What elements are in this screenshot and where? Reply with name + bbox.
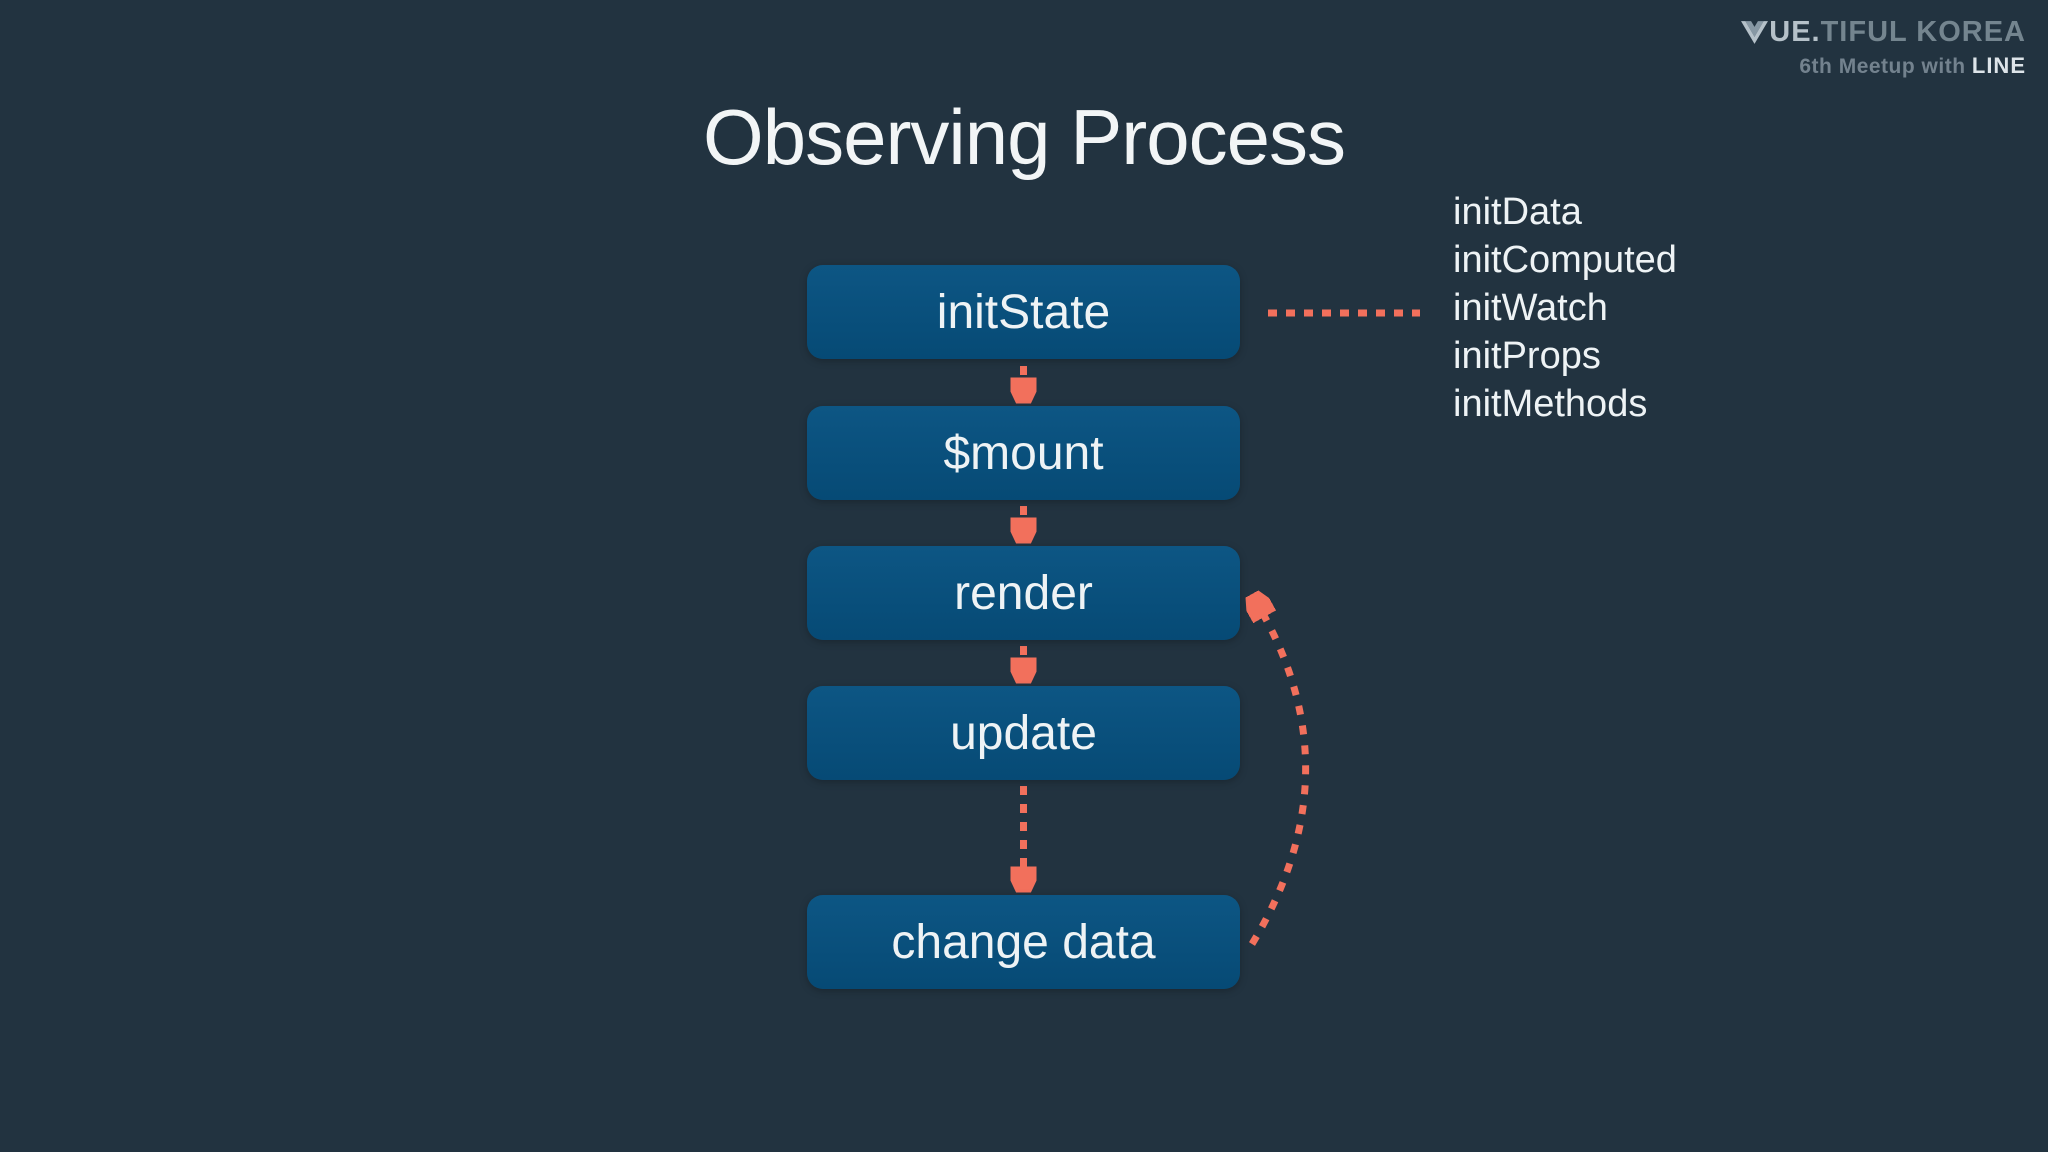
init-methods-list: initData initComputed initWatch initProp… bbox=[1453, 188, 1677, 428]
logo-subtitle-text: 6th Meetup with bbox=[1799, 55, 1972, 78]
flow-box-update: update bbox=[807, 686, 1240, 780]
vue-chevron-icon bbox=[1741, 20, 1769, 44]
logo-line-brand: LINE bbox=[1971, 53, 2026, 78]
arrow-changedata-to-render-curved bbox=[1252, 612, 1310, 946]
list-item-initcomputed: initComputed bbox=[1453, 239, 1677, 281]
vuetiful-korea-logo: UE.TIFUL KOREA 6th Meetup with LINE bbox=[1741, 16, 2026, 79]
flow-box-label: change data bbox=[891, 915, 1156, 969]
logo-brand-prefix: UE. bbox=[1769, 16, 1821, 48]
list-item-initwatch: initWatch bbox=[1453, 287, 1608, 329]
flow-box-mount: $mount bbox=[807, 406, 1240, 500]
flow-box-render: render bbox=[807, 546, 1240, 640]
list-item-initdata: initData bbox=[1453, 191, 1582, 233]
logo-brand-line: UE.TIFUL KOREA bbox=[1741, 16, 2026, 48]
flow-box-label: $mount bbox=[943, 426, 1104, 480]
flow-box-label: update bbox=[950, 706, 1097, 760]
slide-title: Observing Process bbox=[703, 93, 1346, 181]
logo-brand-suffix: TIFUL KOREA bbox=[1820, 16, 2026, 48]
flow-box-label: initState bbox=[936, 285, 1111, 339]
flow-box-initstate: initState bbox=[807, 265, 1240, 359]
logo-subtitle: 6th Meetup with LINE bbox=[1741, 53, 2026, 79]
list-item-initprops: initProps bbox=[1453, 335, 1601, 377]
flow-box-label: render bbox=[954, 566, 1093, 620]
list-item-initmethods: initMethods bbox=[1453, 383, 1648, 425]
flow-box-changedata: change data bbox=[807, 895, 1240, 989]
